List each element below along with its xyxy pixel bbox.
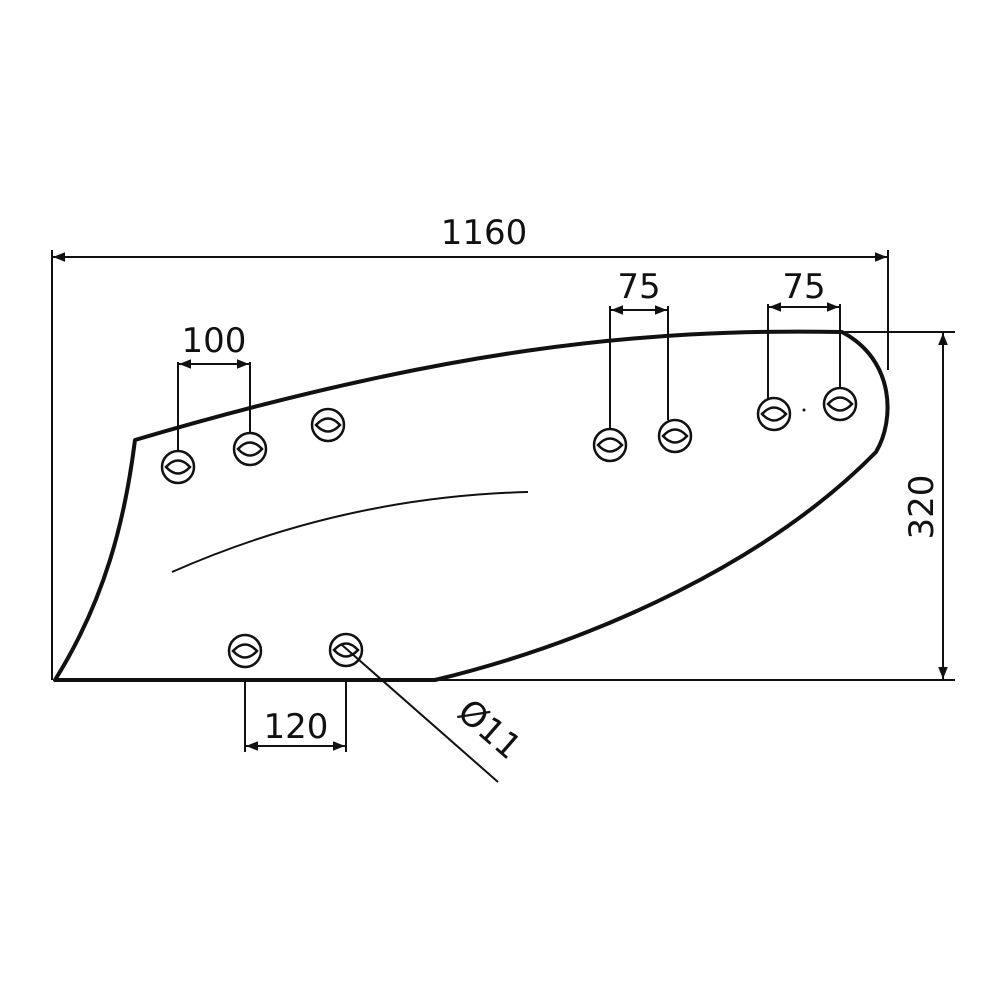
hole-top-6 — [756, 396, 792, 432]
hole-bottom-2 — [328, 632, 364, 668]
dim-top-middle-spacing-label: 75 — [617, 267, 660, 307]
hole-top-1 — [160, 449, 196, 485]
dim-bottom-spacing-label: 120 — [264, 707, 329, 747]
dim-height-label: 320 — [902, 475, 942, 540]
dim-overall-length-label: 1160 — [441, 213, 528, 253]
dim-height — [436, 331, 955, 681]
dim-top-right-spacing-label: 75 — [782, 267, 825, 307]
crease-line — [171, 491, 529, 573]
hole-top-7 — [822, 386, 858, 422]
hole-diameter-leader — [341, 644, 499, 783]
hole-top-4 — [592, 427, 628, 463]
mounting-holes — [160, 386, 858, 669]
dim-top-left-spacing-label: 100 — [182, 321, 247, 361]
hole-top-3 — [310, 407, 346, 443]
dim-bottom-spacing — [244, 680, 347, 752]
center-dot — [802, 408, 806, 412]
dim-top-right-spacing — [767, 302, 841, 398]
hole-top-5 — [657, 418, 693, 454]
hole-top-2 — [232, 431, 268, 467]
hole-diameter-label: Ø11 — [450, 692, 529, 768]
dim-top-left-spacing — [177, 359, 251, 452]
hole-bottom-1 — [227, 633, 263, 669]
plate-outline — [53, 329, 890, 682]
dim-top-middle-spacing — [609, 305, 669, 430]
dim-overall-length — [51, 250, 889, 680]
